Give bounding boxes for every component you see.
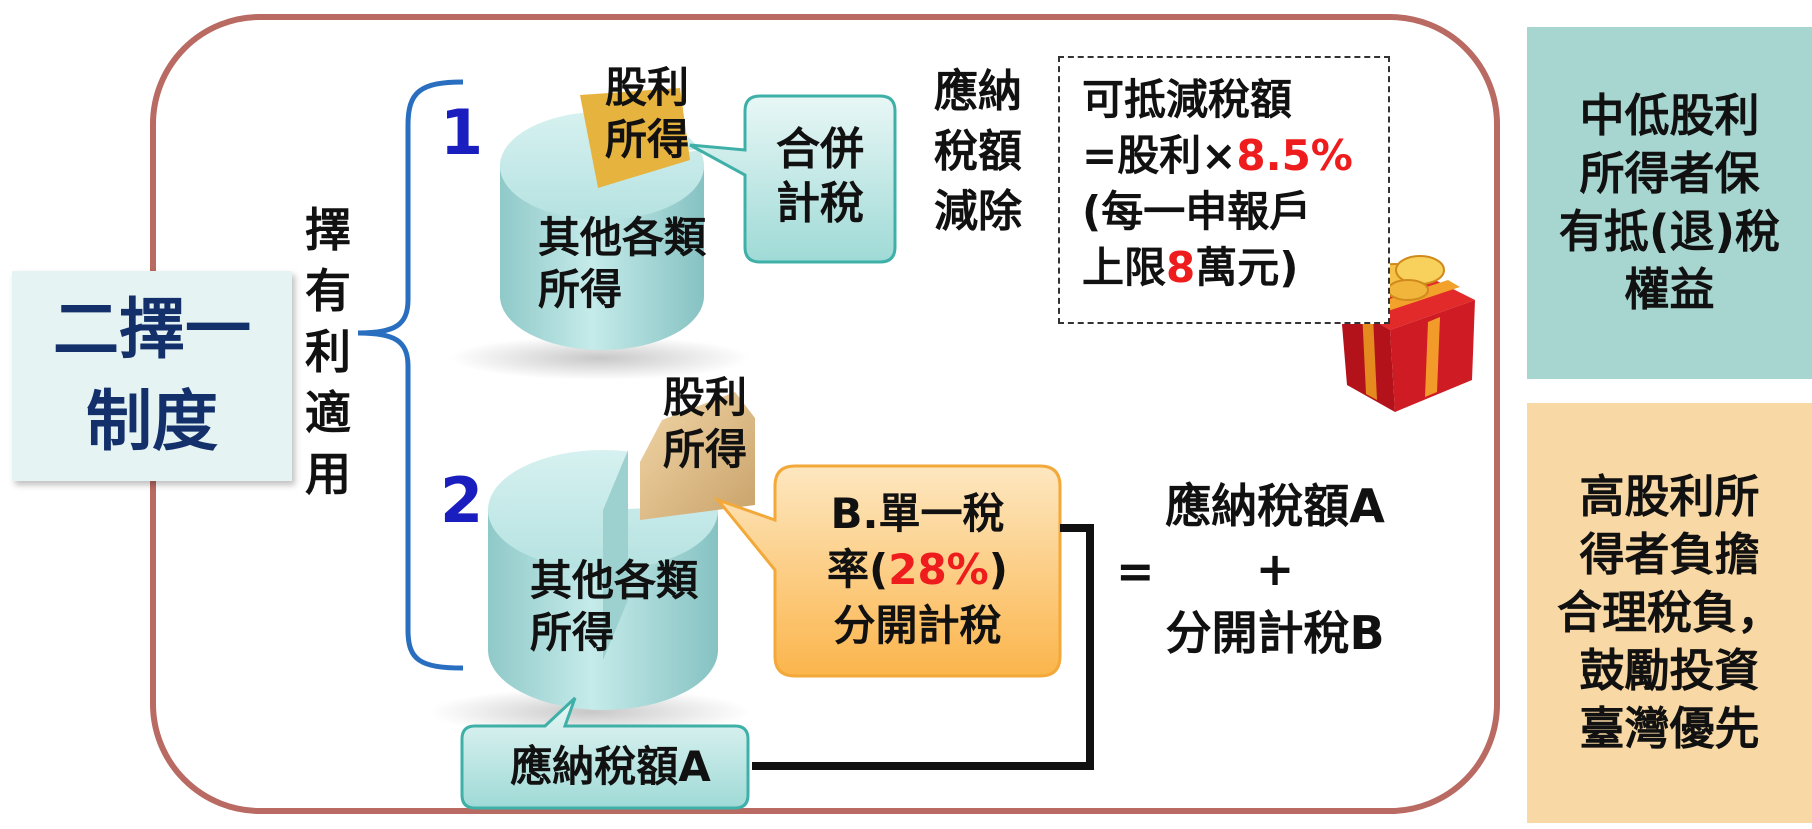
deduct-line-3: (每一申報戶 — [1082, 187, 1312, 236]
low-dividend-benefit-box: 中低股利 所得者保 有抵(退)稅 權益 — [1527, 27, 1812, 379]
tax-a-label: 應納稅額A — [510, 742, 711, 791]
choose-char: 用 — [305, 447, 351, 501]
option-2-number: 2 — [440, 464, 484, 537]
choose-char: 利 — [305, 325, 351, 379]
option-1-number: 1 — [440, 96, 484, 169]
equation-line-1: 應納稅額A — [1165, 479, 1385, 533]
callout-1-shape — [689, 94, 897, 264]
system-line-1: 二擇一 — [53, 291, 251, 368]
deductible-tax-box: 可抵減稅額 =股利×8.5% (每一申報戶 上限8萬元) — [1058, 56, 1390, 324]
option-1-dividend-label: 股利 所得 — [604, 63, 689, 164]
cylinder-1-shadow — [450, 336, 750, 380]
cylinder-2-shadow — [430, 688, 750, 736]
deduct-line-2: =股利×8.5% — [1082, 131, 1353, 180]
equation-line-2: 分開計稅B — [1165, 606, 1385, 660]
dividend-wedge-2 — [640, 392, 755, 520]
choose-char: 擇 — [305, 203, 351, 257]
option-1-deduct-label: 應納 稅額 減除 — [934, 66, 1022, 237]
deduct-line-1: 可抵減稅額 — [1082, 75, 1293, 124]
choose-beneficial-text: 擇 有 利 適 用 — [298, 200, 358, 505]
dividend-wedge-1 — [580, 88, 690, 188]
option-1-callout-text: 合併 計稅 — [776, 124, 864, 229]
choose-char: 適 — [305, 386, 351, 440]
choose-char: 有 — [305, 264, 351, 318]
deduct-line-4: 上限8萬元) — [1082, 243, 1299, 292]
callout-2-shape — [713, 464, 1062, 678]
high-dividend-burden-box: 高股利所 得者負擔 合理稅負， 鼓勵投資 臺灣優先 — [1527, 403, 1812, 823]
option-2-callout-text: B.單一稅 率(28%) 分開計稅 — [827, 489, 1008, 650]
tax-a-callout-shape — [460, 696, 750, 810]
option-2-other-income-label: 其他各類 所得 — [530, 556, 699, 657]
equation-plus: + — [1255, 542, 1295, 596]
connector-line — [752, 524, 1094, 770]
option-1-other-income-label: 其他各類 所得 — [538, 213, 707, 314]
equation-equals: = — [1116, 544, 1155, 598]
two-choose-one-system-box: 二擇一 制度 — [12, 271, 292, 481]
option-2-dividend-label: 股利 所得 — [662, 373, 747, 474]
system-line-2: 制度 — [86, 383, 218, 460]
choice-brace — [357, 79, 464, 671]
